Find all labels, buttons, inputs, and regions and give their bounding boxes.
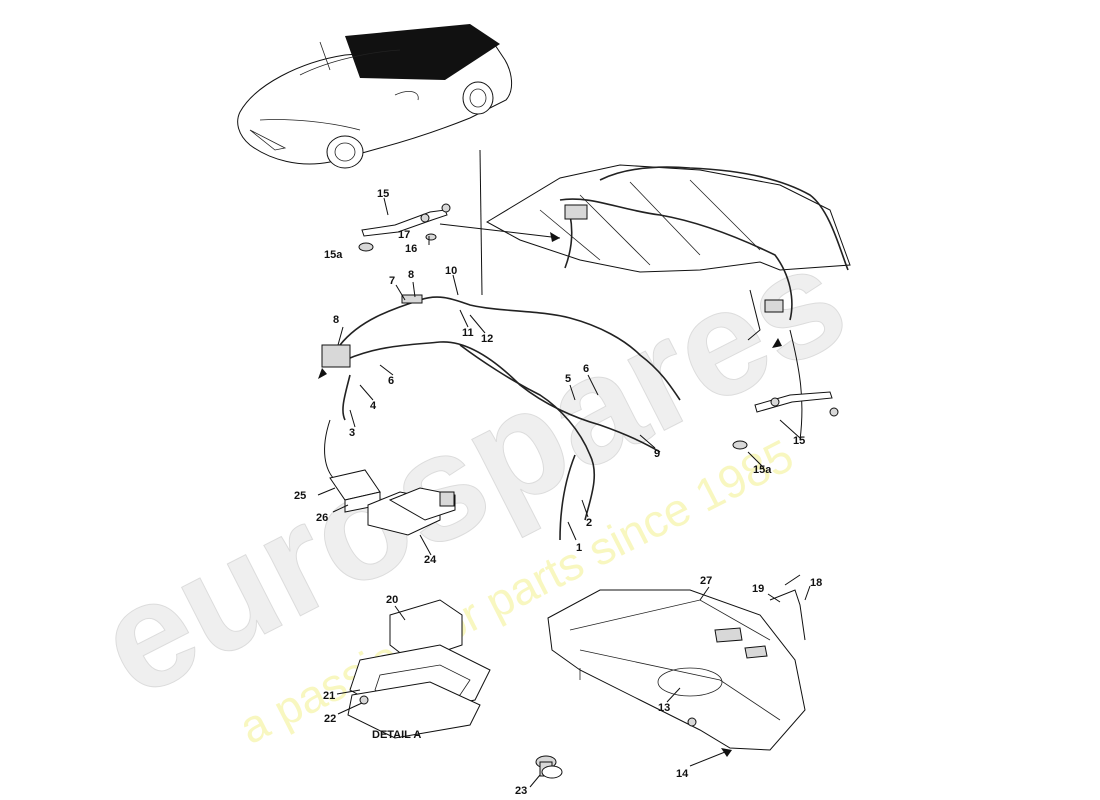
callout-1: 1 [576,542,582,554]
detail-a-illustration [347,599,491,739]
callout-7: 7 [389,275,395,287]
detail-a-label: DETAIL A [372,729,421,741]
callout-5: 5 [565,373,571,385]
bolt-23-illustration [535,755,563,779]
roof-frame-illustration [479,149,851,441]
callout-19: 19 [752,583,764,595]
callout-22: 22 [324,713,336,725]
callout-11: 11 [462,327,474,339]
callout-18: 18 [810,577,822,589]
callout-24: 24 [424,554,437,566]
tonneau-tray-illustration [547,574,806,751]
callout-6: 6 [583,363,589,375]
callout-15a: 15a [753,464,772,476]
bracket-assembly-right [732,391,839,450]
bracket-assembly-left [358,203,561,252]
callout-3: 3 [349,427,355,439]
callout-27: 27 [700,575,712,587]
callout-9: 9 [654,448,660,460]
callout-14: 14 [676,768,689,780]
callout-15: 15 [793,435,805,447]
callout-20: 20 [386,594,398,606]
callout-8: 8 [408,269,414,281]
callout-15a: 15a [324,249,343,261]
callout-21: 21 [323,690,335,702]
callout-4: 4 [370,400,377,412]
callout-10: 10 [445,265,457,277]
callout-23: 23 [515,785,527,797]
callout-13: 13 [658,702,670,714]
callout-26: 26 [316,512,328,524]
callout-12: 12 [481,333,493,345]
car-overview-illustration [237,24,512,169]
leader-lines [317,197,811,788]
callout-15: 15 [377,188,389,200]
callout-labels: 1 2 3 4 5 6 6 7 8 8 9 10 11 12 13 14 15 … [294,188,822,797]
callout-16: 16 [405,243,417,255]
main-harness-illustration [321,294,681,541]
callout-25: 25 [294,490,306,502]
callout-17: 17 [398,229,410,241]
control-module-group [329,469,456,536]
callout-8: 8 [333,314,339,326]
callout-2: 2 [586,517,592,529]
callout-6: 6 [388,375,394,387]
